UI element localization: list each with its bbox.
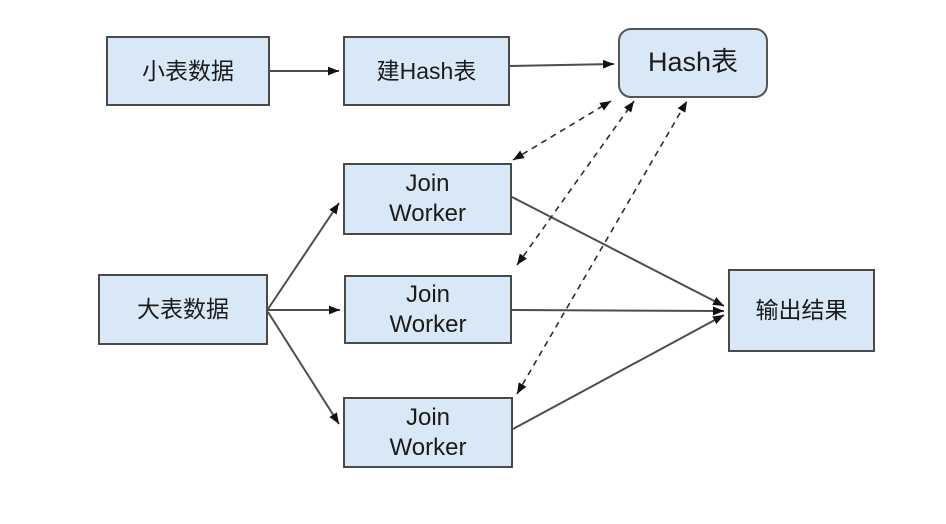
node-label: Hash表	[647, 47, 739, 78]
edge-join_worker_2-to-output_result	[511, 306, 725, 316]
node-small-table-data: 小表数据	[106, 36, 270, 106]
node-join-worker-1: Join Worker	[343, 163, 512, 235]
edge-join_worker_2-to-hash_table	[516, 100, 635, 266]
node-hash-table: Hash表	[618, 28, 768, 98]
node-big-table-data: 大表数据	[98, 274, 268, 345]
edge-join_worker_3-to-output_result	[512, 314, 725, 430]
edge-build_hash_table-to-hash_table	[509, 59, 615, 69]
node-label: Join Worker	[389, 403, 467, 461]
node-join-worker-2: Join Worker	[344, 275, 512, 344]
node-label: Join Worker	[389, 170, 466, 227]
node-label: 大表数据	[137, 296, 229, 323]
edge-big_table-to-join_worker_3	[267, 311, 340, 425]
edge-join_worker_1-to-output_result	[511, 196, 725, 307]
node-label: 小表数据	[142, 57, 234, 84]
node-label: 建Hash表	[376, 57, 477, 84]
node-output-result: 输出结果	[728, 269, 875, 352]
edge-join_worker_1-to-hash_table	[512, 100, 612, 161]
node-build-hash-table: 建Hash表	[343, 36, 510, 106]
edge-big_table-to-join_worker_1	[267, 202, 340, 310]
node-label: Join Worker	[389, 280, 467, 338]
node-label: 输出结果	[755, 297, 848, 324]
node-join-worker-3: Join Worker	[343, 397, 513, 468]
edge-join_worker_3-to-hash_table	[516, 100, 688, 395]
